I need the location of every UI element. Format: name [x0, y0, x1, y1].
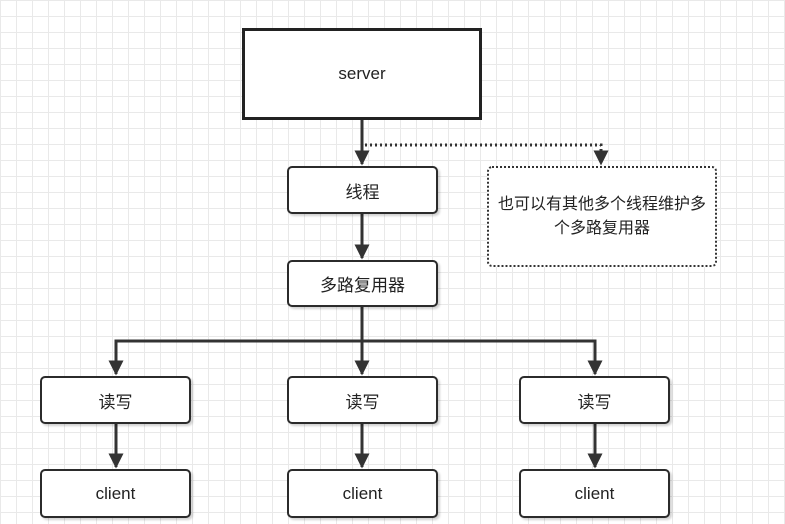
client-right-label: client	[574, 483, 615, 503]
multiplexer-node[interactable]: 多路复用器	[287, 260, 438, 307]
client-center-node[interactable]: client	[287, 469, 438, 518]
thread-label: 线程	[345, 182, 380, 202]
thread-node[interactable]: 线程	[287, 166, 438, 214]
edge-server-to-note	[365, 143, 609, 166]
note-label: 也可以有其他多个线程维护多个多路复用器	[497, 195, 706, 237]
client-left-label: client	[95, 483, 136, 503]
server-node[interactable]: server	[242, 28, 482, 120]
rw-center-node[interactable]: 读写	[287, 376, 438, 424]
multiplexer-label: 多路复用器	[320, 276, 405, 295]
rw-right-label: 读写	[577, 392, 612, 412]
client-right-node[interactable]: client	[519, 469, 670, 518]
rw-left-label: 读写	[98, 392, 133, 412]
rw-center-label: 读写	[345, 392, 380, 412]
client-center-label: client	[342, 483, 383, 503]
server-label: server	[338, 64, 386, 83]
edge-multiplexer-to-rw-right	[362, 339, 603, 376]
note-node[interactable]: 也可以有其他多个线程维护多个多路复用器	[487, 166, 717, 267]
rw-right-node[interactable]: 读写	[519, 376, 670, 424]
edge-multiplexer-to-rw-left	[108, 307, 364, 376]
client-left-node[interactable]: client	[40, 469, 191, 518]
rw-left-node[interactable]: 读写	[40, 376, 191, 424]
